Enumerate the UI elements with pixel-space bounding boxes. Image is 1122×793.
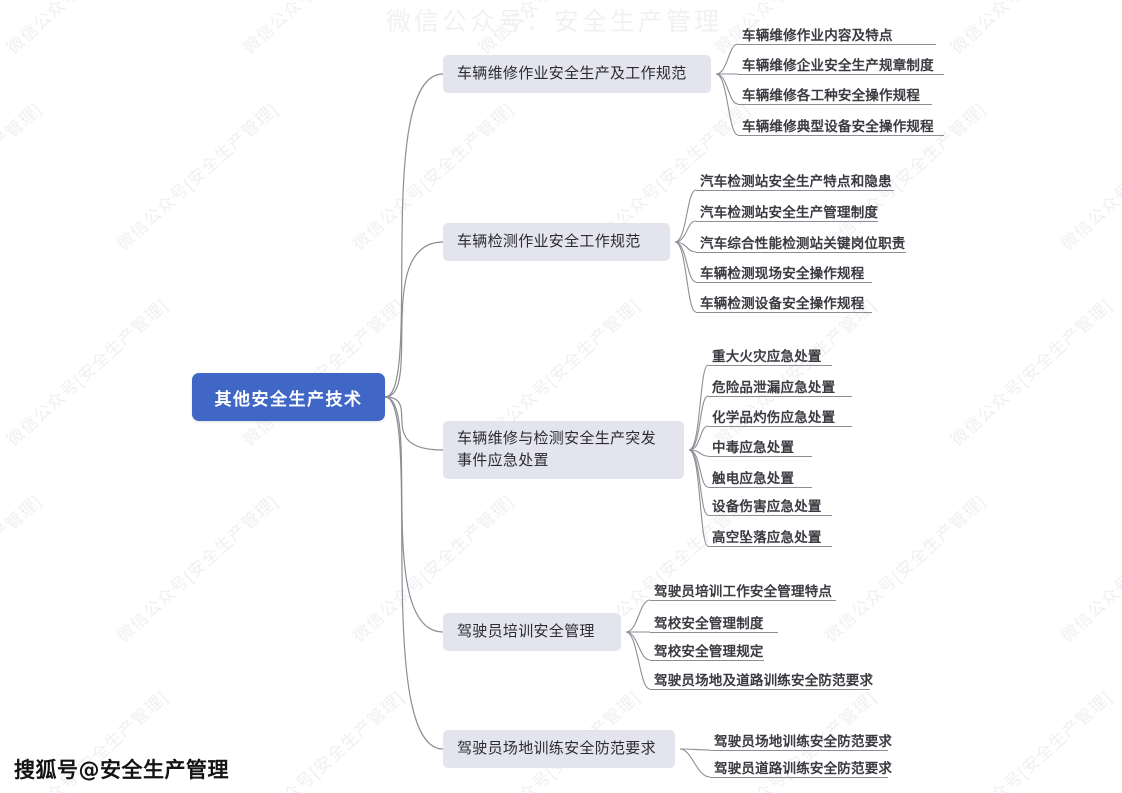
leaf-node-1-2[interactable]: 车辆维修企业安全生产规章制度	[742, 58, 934, 73]
leaf-node-3-7[interactable]: 高空坠落应急处置	[712, 530, 822, 545]
branch-label: 车辆维修与检测安全生产突发事件应急处置	[457, 428, 656, 472]
leaf-underline	[708, 365, 832, 366]
leaf-underline	[708, 546, 832, 547]
leaf-underline	[708, 487, 812, 488]
leaf-underline	[708, 426, 852, 427]
leaf-node-2-1[interactable]: 汽车检测站安全生产特点和隐患	[700, 174, 892, 189]
branch-label: 车辆检测作业安全工作规范	[457, 233, 641, 251]
leaf-node-3-6[interactable]: 设备伤害应急处置	[712, 499, 822, 514]
leaf-underline	[650, 689, 870, 690]
leaf-node-2-2[interactable]: 汽车检测站安全生产管理制度	[700, 205, 879, 220]
branch-label: 驾驶员培训安全管理	[457, 623, 595, 641]
leaf-node-5-2[interactable]: 驾驶员道路训练安全防范要求	[714, 761, 893, 776]
leaf-node-2-3[interactable]: 汽车综合性能检测站关键岗位职责	[700, 236, 906, 251]
leaf-node-4-4[interactable]: 驾驶员场地及道路训练安全防范要求	[654, 673, 874, 688]
leaf-underline	[738, 74, 944, 75]
leaf-node-3-3[interactable]: 化学品灼伤应急处置	[712, 410, 836, 425]
branch-node-3[interactable]: 车辆维修与检测安全生产突发事件应急处置	[443, 421, 684, 479]
leaf-underline	[696, 282, 872, 283]
branch-node-1[interactable]: 车辆维修作业安全生产及工作规范	[443, 55, 711, 93]
root-node[interactable]: 其他安全生产技术	[192, 373, 385, 421]
leaf-node-1-1[interactable]: 车辆维修作业内容及特点	[742, 28, 893, 43]
leaf-underline	[738, 135, 944, 136]
leaf-node-5-1[interactable]: 驾驶员场地训练安全防范要求	[714, 734, 893, 749]
leaf-underline	[696, 190, 894, 191]
leaf-node-1-4[interactable]: 车辆维修典型设备安全操作规程	[742, 119, 934, 134]
leaf-node-3-5[interactable]: 触电应急处置	[712, 471, 795, 486]
leaf-underline	[708, 396, 852, 397]
site-watermark: 搜狐号@安全生产管理	[14, 758, 229, 782]
leaf-node-2-4[interactable]: 车辆检测现场安全操作规程	[700, 266, 865, 281]
leaf-node-3-4[interactable]: 中毒应急处置	[712, 440, 795, 455]
leaf-node-1-3[interactable]: 车辆维修各工种安全操作规程	[742, 88, 921, 103]
leaf-node-4-2[interactable]: 驾校安全管理制度	[654, 616, 764, 631]
leaf-underline	[738, 44, 936, 45]
branch-label-line2: 事件应急处置	[457, 452, 549, 469]
branch-label: 驾驶员场地训练安全防范要求	[457, 740, 656, 758]
branch-node-5[interactable]: 驾驶员场地训练安全防范要求	[443, 730, 675, 768]
leaf-node-4-1[interactable]: 驾驶员培训工作安全管理特点	[654, 584, 833, 599]
branch-node-2[interactable]: 车辆检测作业安全工作规范	[443, 223, 670, 261]
leaf-underline	[710, 777, 888, 778]
leaf-node-3-2[interactable]: 危险品泄漏应急处置	[712, 380, 836, 395]
leaf-underline	[708, 515, 832, 516]
leaf-underline	[696, 252, 906, 253]
watermark-top-banner: 微信公众号：安全生产管理	[386, 9, 723, 36]
leaf-underline	[650, 600, 836, 601]
branch-node-4[interactable]: 驾驶员培训安全管理	[443, 613, 621, 651]
branch-label: 车辆维修作业安全生产及工作规范	[457, 65, 687, 83]
leaf-underline	[738, 104, 932, 105]
leaf-node-3-1[interactable]: 重大火灾应急处置	[712, 349, 822, 364]
leaf-underline	[696, 312, 872, 313]
leaf-node-2-5[interactable]: 车辆检测设备安全操作规程	[700, 296, 865, 311]
leaf-underline	[708, 456, 812, 457]
leaf-underline	[650, 660, 764, 661]
leaf-underline	[696, 221, 878, 222]
leaf-node-4-3[interactable]: 驾校安全管理规定	[654, 644, 764, 659]
leaf-underline	[710, 750, 888, 751]
leaf-underline	[650, 632, 778, 633]
